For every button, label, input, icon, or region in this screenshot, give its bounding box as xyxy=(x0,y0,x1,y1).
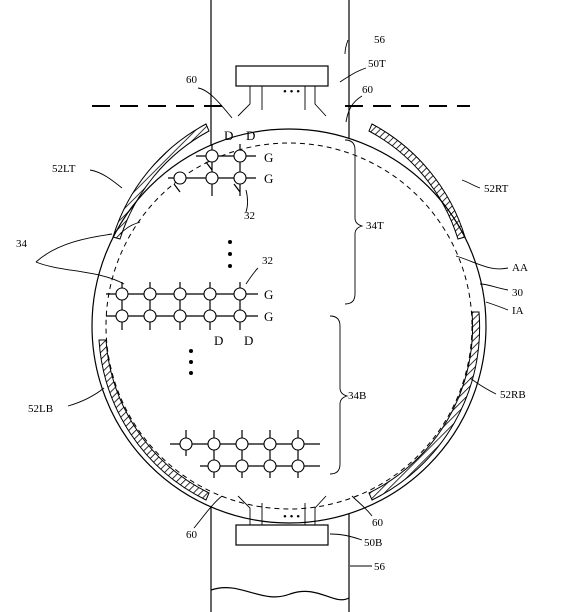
display-outer-border xyxy=(91,128,487,524)
top-driver-chip xyxy=(235,65,329,87)
leader-52LT xyxy=(89,169,123,189)
label-52LT: 52LT xyxy=(52,163,76,175)
pixel-grid-middle xyxy=(106,282,258,330)
pixel xyxy=(291,459,305,473)
leader-52RB xyxy=(469,377,497,395)
pixel-grid-bottom xyxy=(170,430,320,478)
leader-52LB xyxy=(67,387,105,407)
label-50T: 50T xyxy=(368,58,386,70)
label-34B: 34B xyxy=(348,390,366,402)
leader-lines xyxy=(35,39,509,567)
label-D-4: D xyxy=(244,333,253,348)
pixel xyxy=(143,287,157,301)
leader-52RT xyxy=(461,179,481,189)
leader-32-mid xyxy=(245,267,259,285)
leader-34-a xyxy=(35,233,113,263)
label-34: 34 xyxy=(16,238,28,250)
brace-34B xyxy=(329,315,349,475)
leader-34-b xyxy=(35,261,125,285)
bottom-driver-dots: • • • xyxy=(283,511,300,523)
pixel xyxy=(233,287,247,301)
pixel xyxy=(205,171,219,185)
leader-AA xyxy=(455,255,509,270)
pixel xyxy=(203,309,217,323)
label-52RT: 52RT xyxy=(484,183,509,195)
leader-34-c xyxy=(119,221,141,235)
label-G-2: G xyxy=(264,171,273,186)
bottom-driver-chip xyxy=(235,524,329,546)
gate-driver-arcs xyxy=(98,123,481,501)
label-G-4: G xyxy=(264,309,273,324)
top-driver-dots: • • • xyxy=(283,86,300,98)
leader-60-tr xyxy=(345,95,363,123)
label-IA: IA xyxy=(512,305,524,317)
pixel xyxy=(233,149,247,163)
top-driver: • • • xyxy=(235,65,329,117)
pixel-leads xyxy=(173,161,241,193)
pixel xyxy=(173,309,187,323)
label-D-1: D xyxy=(224,128,233,143)
pixel xyxy=(233,171,247,185)
label-AA: AA xyxy=(512,262,528,274)
pixel xyxy=(233,309,247,323)
leader-50T xyxy=(339,67,367,83)
label-60-tl: 60 xyxy=(186,74,198,86)
gate-driver-bottom-left xyxy=(98,339,210,501)
label-34T: 34T xyxy=(366,220,384,232)
label-32-top: 32 xyxy=(244,210,255,222)
pixel xyxy=(235,437,249,451)
brace-34T xyxy=(344,139,364,305)
pixel xyxy=(207,459,221,473)
pixel xyxy=(235,459,249,473)
leader-30 xyxy=(479,283,509,291)
leader-56-top xyxy=(344,39,349,55)
pixel xyxy=(115,287,129,301)
top-driver-traces xyxy=(237,86,327,117)
leader-IA xyxy=(485,301,509,311)
watch-band xyxy=(210,0,350,612)
label-G-3: G xyxy=(264,287,273,302)
reference-labels: 56 50T 60 60 52LT 52RT 34 34T 34B 32 32 … xyxy=(16,34,528,573)
pixel xyxy=(205,149,219,163)
label-60-tr: 60 xyxy=(362,84,374,96)
bottom-driver: • • • xyxy=(235,495,329,546)
active-area-boundary xyxy=(105,142,473,510)
pixel xyxy=(263,437,277,451)
label-60-br: 60 xyxy=(372,517,384,529)
label-30: 30 xyxy=(512,287,524,299)
pixel xyxy=(203,287,217,301)
pixel xyxy=(179,437,193,451)
band-wavy-end xyxy=(210,587,350,601)
pixel xyxy=(263,459,277,473)
gate-driver-top-left xyxy=(112,123,210,240)
gate-driver-bottom-right xyxy=(368,311,481,501)
label-60-bl: 60 xyxy=(186,529,198,541)
leader-50B xyxy=(329,533,363,541)
label-50B: 50B xyxy=(364,537,382,549)
label-D-3: D xyxy=(214,333,223,348)
leader-60-tl xyxy=(197,87,233,119)
pixel xyxy=(115,309,129,323)
pixel xyxy=(207,437,221,451)
label-52LB: 52LB xyxy=(28,403,53,415)
label-52RB: 52RB xyxy=(500,389,526,401)
label-G-1: G xyxy=(264,150,273,165)
pixel xyxy=(173,287,187,301)
leader-60-bl xyxy=(193,495,223,529)
label-56-bottom: 56 xyxy=(374,561,386,573)
label-56-top: 56 xyxy=(374,34,386,46)
label-D-2: D xyxy=(246,128,255,143)
leader-32-top xyxy=(245,189,248,213)
leader-60-br xyxy=(351,495,373,517)
ellipsis-dots xyxy=(189,240,232,375)
label-32-mid: 32 xyxy=(262,255,273,267)
bottom-driver-traces xyxy=(237,495,327,525)
pixel-grid-top xyxy=(168,144,256,196)
pixel xyxy=(291,437,305,451)
pixel xyxy=(143,309,157,323)
pixel xyxy=(173,171,187,185)
gate-driver-top-right xyxy=(368,123,466,240)
